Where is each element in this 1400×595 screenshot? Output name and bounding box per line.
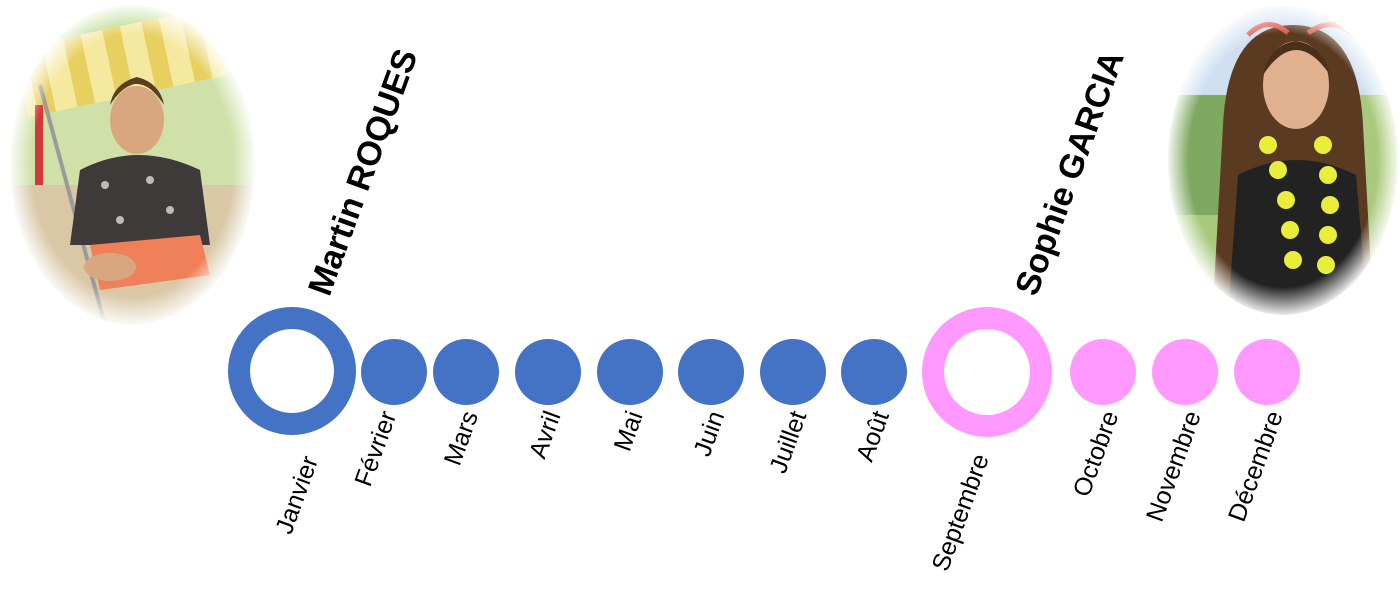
month-label-janvier: Janvier <box>270 452 325 538</box>
marker-juin <box>678 339 744 405</box>
marker-juillet <box>760 339 826 405</box>
person-name-sophie: Sophie GARCIA <box>1008 45 1132 301</box>
marker-mai <box>597 339 663 405</box>
month-label-aout: Août <box>850 407 895 466</box>
month-label-octobre: Octobre <box>1067 407 1125 501</box>
marker-fevrier <box>361 339 427 405</box>
month-label-novembre: Novembre <box>1140 407 1207 526</box>
month-label-mai: Mai <box>608 407 649 455</box>
month-label-avril: Avril <box>523 407 567 463</box>
marker-septembre <box>922 307 1052 437</box>
month-label-decembre: Décembre <box>1222 407 1289 526</box>
marker-decembre <box>1234 339 1300 405</box>
month-label-fevrier: Février <box>349 407 403 490</box>
month-label-juin: Juin <box>688 407 731 461</box>
marker-avril <box>515 339 581 405</box>
marker-octobre <box>1070 339 1136 405</box>
person-name-martin: Martin ROQUES <box>301 44 426 301</box>
marker-novembre <box>1152 339 1218 405</box>
person-photo-woman-icon <box>1168 5 1398 315</box>
person-photo-man-icon <box>10 5 255 325</box>
month-label-septembre: Septembre <box>926 450 995 575</box>
month-label-juillet: Juillet <box>764 407 813 477</box>
marker-aout <box>841 339 907 405</box>
month-label-mars: Mars <box>439 407 485 470</box>
marker-janvier <box>228 307 356 435</box>
marker-mars <box>433 339 499 405</box>
